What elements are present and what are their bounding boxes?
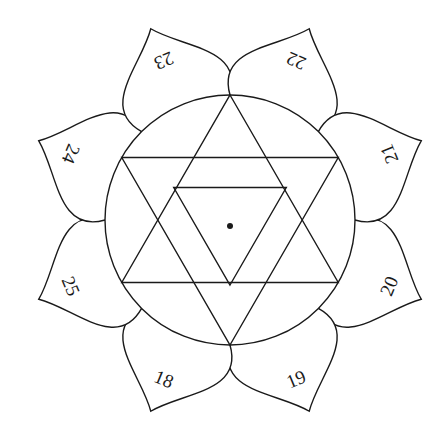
downward-triangle [122, 158, 339, 346]
petals [39, 29, 421, 411]
outer-circle [105, 95, 355, 345]
upward-triangle [122, 95, 339, 283]
inner-triangle [174, 188, 287, 286]
bindu-dot [227, 223, 233, 229]
